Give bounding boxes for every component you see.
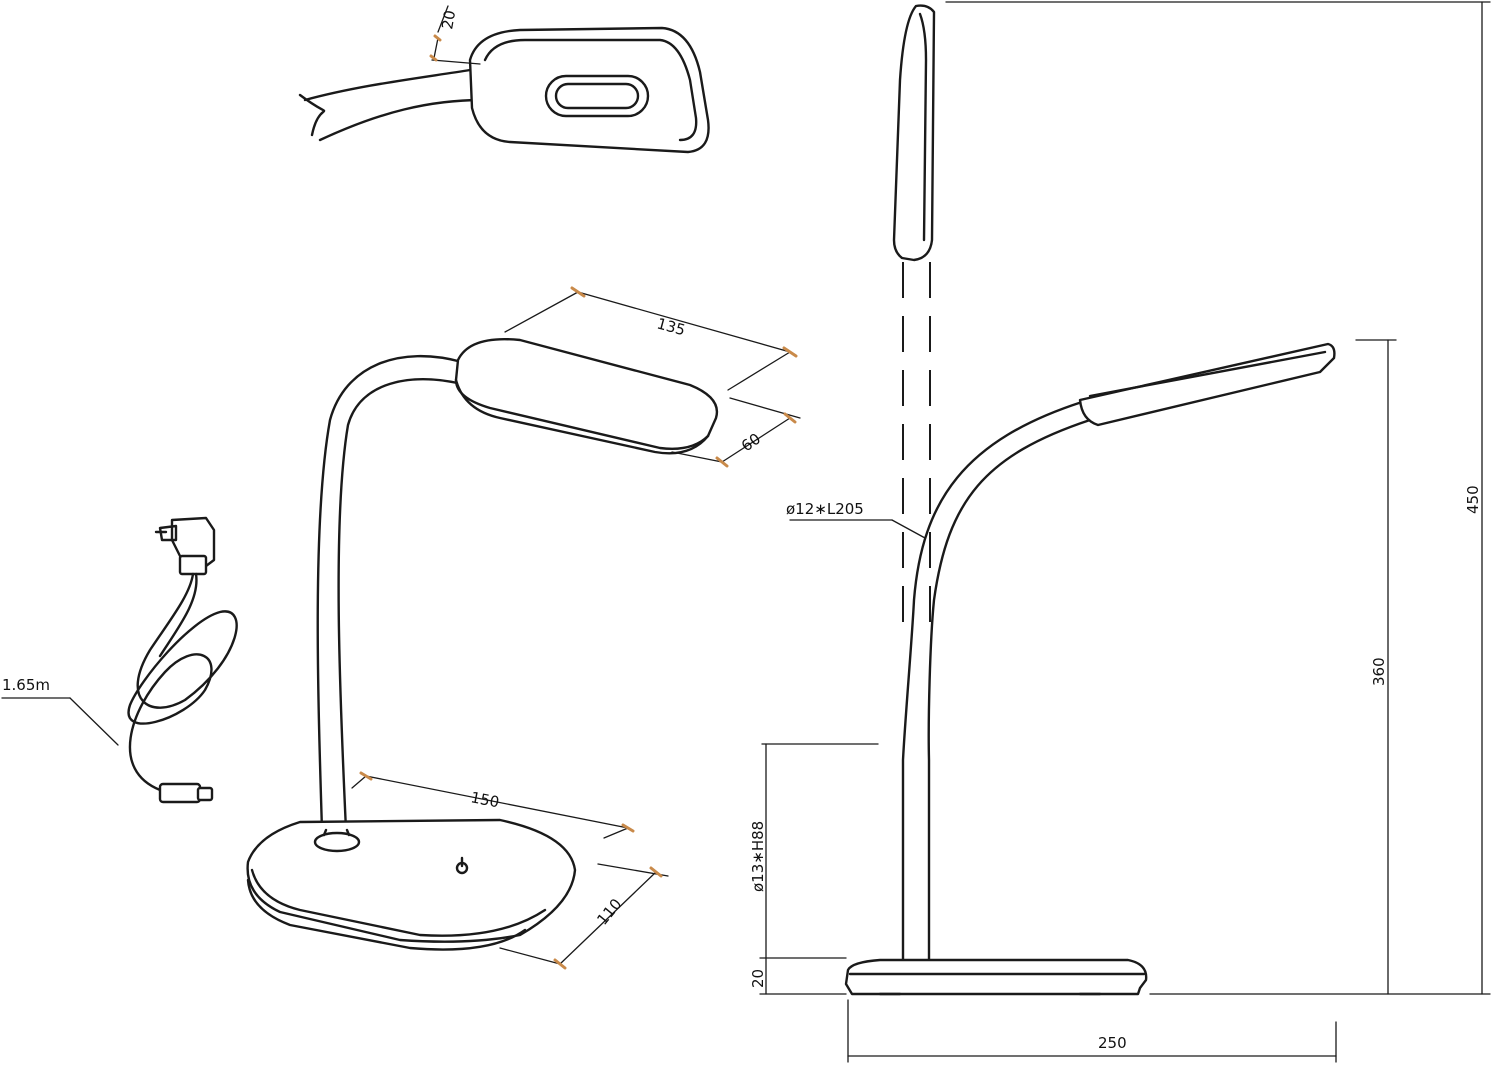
dim-column: ø13∗H88 [749,821,767,892]
dim-head-thickness: 20 [438,9,459,31]
dim-total-height: 450 [1464,485,1482,514]
head-detail-view [298,5,710,154]
dim-cable-length: 1.65m [2,676,50,694]
dim-head-width: 60 [738,430,764,456]
power-adapter [1,516,238,804]
dim-gooseneck: ø12∗L205 [786,500,864,518]
dim-base-width: 110 [593,895,625,929]
dim-base-length: 150 [469,788,501,811]
dim-base-height: 20 [749,969,767,988]
dim-head-length: 135 [655,314,687,339]
dim-depth: 250 [1098,1034,1127,1052]
lamp-perspective-view [246,286,801,970]
lamp-side-elevation [759,1,1491,1063]
dim-head-height: 360 [1370,657,1388,686]
